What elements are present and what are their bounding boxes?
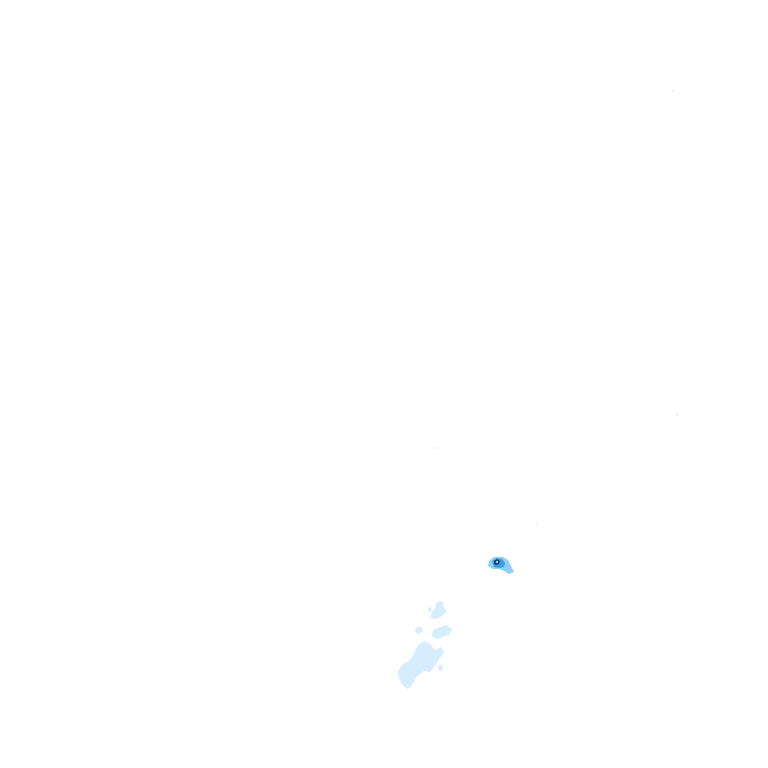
- intensity-cluster[interactable]: [398, 601, 452, 689]
- intensity-cell[interactable]: [488, 557, 514, 574]
- background-specks: [436, 90, 678, 525]
